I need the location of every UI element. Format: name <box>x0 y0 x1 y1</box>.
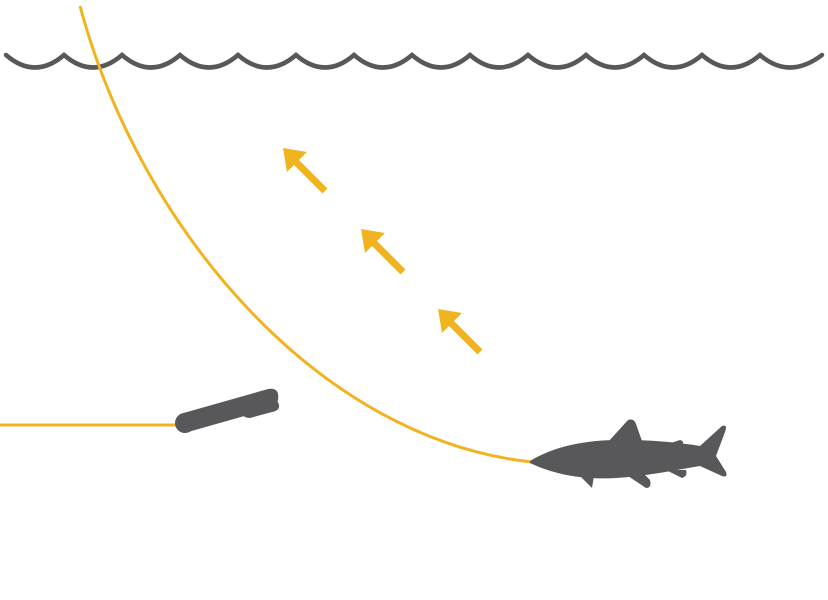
arrows-group <box>283 148 483 355</box>
arrow-up-left-icon <box>438 309 483 355</box>
fishing-line <box>78 5 533 464</box>
arrow-up-left-icon <box>361 229 406 275</box>
water-surface-wave-icon <box>3 52 825 70</box>
arrow-up-left-icon <box>283 148 328 194</box>
lure-icon <box>175 388 280 433</box>
fish-icon <box>530 419 727 488</box>
